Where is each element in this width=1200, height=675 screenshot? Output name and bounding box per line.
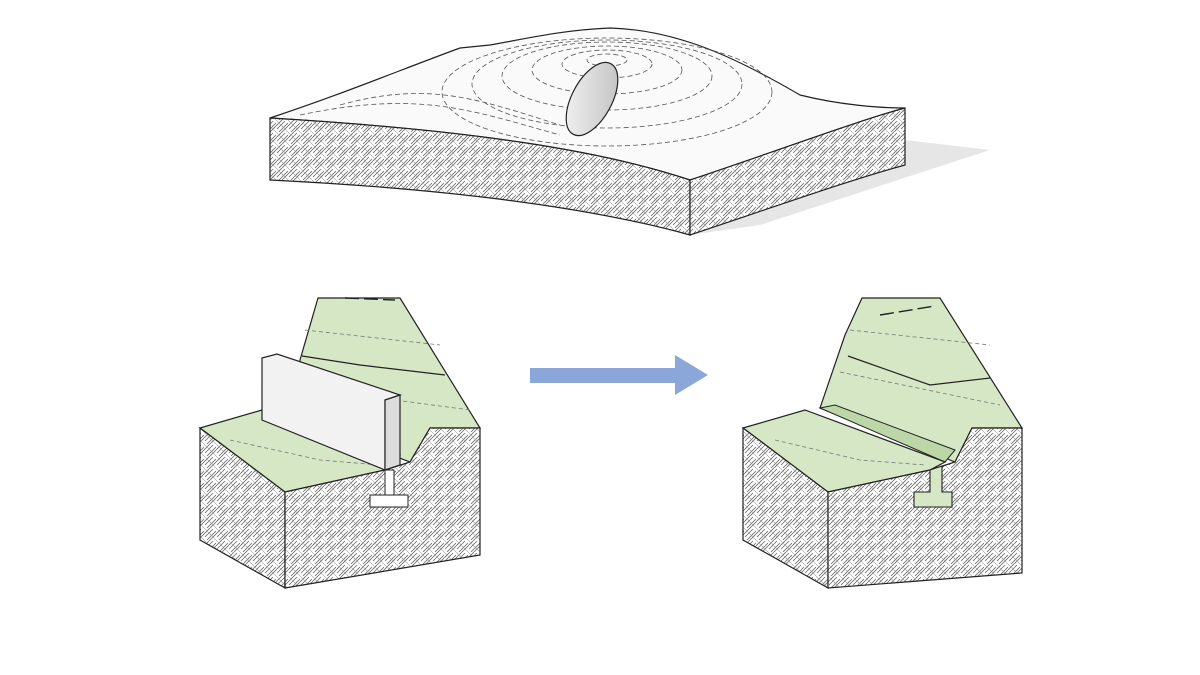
terrace-line [847, 355, 991, 386]
tunnel-hole [565, 61, 619, 137]
block-shadow [690, 140, 990, 235]
section-block-before [198, 297, 482, 590]
wall-trench [818, 404, 956, 463]
terrain-block-top [269, 27, 990, 236]
embedded-footing [913, 465, 953, 508]
wall-footing [369, 494, 409, 508]
section-block-after [741, 297, 1024, 590]
wall-stem [384, 469, 395, 497]
arrow-right-icon [530, 355, 708, 395]
terrace-line [301, 355, 446, 376]
terrain-side-face [689, 107, 906, 236]
